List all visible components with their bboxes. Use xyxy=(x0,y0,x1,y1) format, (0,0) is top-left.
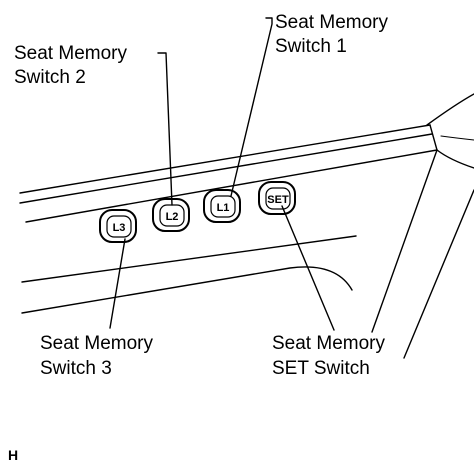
leader-switch-3 xyxy=(109,238,126,329)
door-trim-panel xyxy=(19,93,474,359)
corner-mark: H xyxy=(8,447,18,463)
panel-corner-edge xyxy=(429,124,438,151)
switch-3-label: L3 xyxy=(113,222,126,234)
callout-switch-1-line-1: Seat Memory xyxy=(275,12,388,33)
leader-set-switch xyxy=(281,205,335,331)
set-switch-label: SET xyxy=(267,194,289,206)
callout-switch-2-line-1: Seat Memory xyxy=(14,43,127,64)
leader-lines xyxy=(109,17,335,331)
callout-switch-1: Seat Memory Switch 1 xyxy=(275,12,388,57)
switch-1-label: L1 xyxy=(217,202,230,214)
armrest-upper-line xyxy=(21,235,357,283)
window-lower-line xyxy=(436,149,474,169)
callout-set-switch-line-1: Seat Memory xyxy=(272,333,385,354)
callout-switch-3-line-2: Switch 3 xyxy=(40,358,112,379)
callout-switch-3-line-1: Seat Memory xyxy=(40,333,153,354)
callout-set-switch-line-2: SET Switch xyxy=(272,358,370,379)
callout-switch-2: Seat Memory Switch 2 xyxy=(14,43,127,88)
door-frame-edge xyxy=(403,189,474,359)
seat-memory-switch-3[interactable]: L3 xyxy=(99,209,137,243)
trim-edge-line-1 xyxy=(19,124,431,194)
window-sill-line xyxy=(440,135,474,141)
switch-2-label: L2 xyxy=(166,211,179,223)
seat-memory-switch-1[interactable]: L1 xyxy=(203,189,241,223)
callout-switch-2-line-2: Switch 2 xyxy=(14,67,86,88)
trim-edge-line-2 xyxy=(19,133,433,204)
panel-front-edge xyxy=(371,149,438,333)
callout-switch-1-line-2: Switch 1 xyxy=(275,36,347,57)
seat-memory-switch-2[interactable]: L2 xyxy=(152,198,190,232)
panel-top-corner xyxy=(426,93,474,126)
leader-switch-2 xyxy=(157,52,173,206)
leader-switch-1 xyxy=(230,17,273,197)
trim-edge-line-3 xyxy=(25,149,438,223)
armrest-lower-curve xyxy=(21,266,353,314)
seat-memory-set-switch[interactable]: SET xyxy=(258,181,296,215)
callout-switch-3: Seat Memory Switch 3 xyxy=(40,333,153,379)
callout-set-switch: Seat Memory SET Switch xyxy=(272,333,385,379)
